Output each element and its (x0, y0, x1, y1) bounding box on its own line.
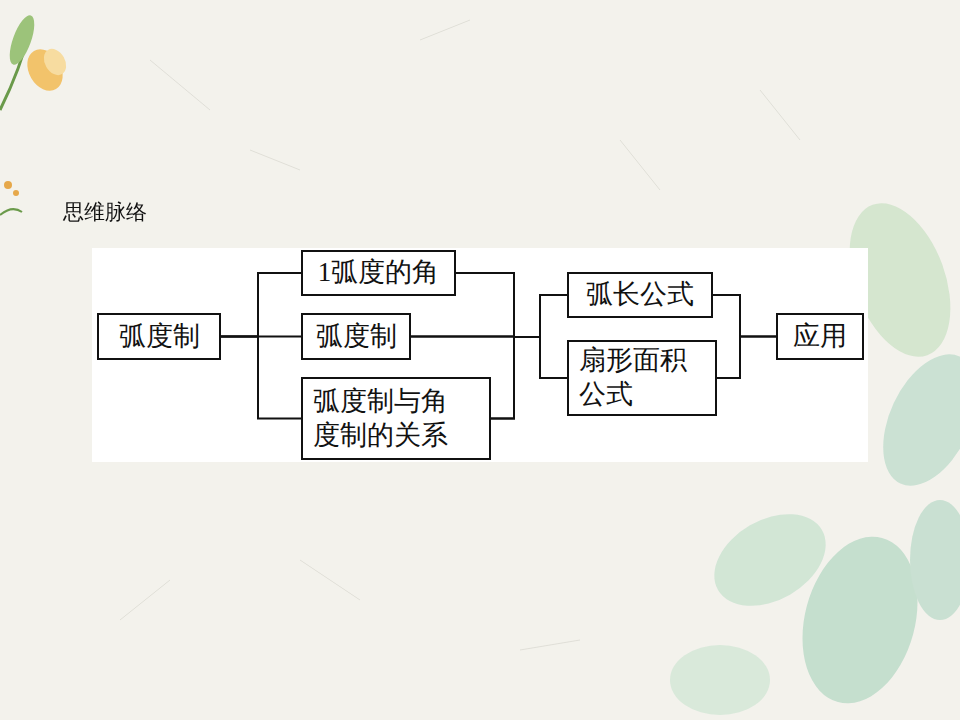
box-text: 弧长公式 (586, 278, 694, 312)
bracket-connector (717, 337, 776, 379)
flower-sprig (0, 12, 71, 215)
bracket-connector (456, 273, 567, 337)
box-text: 弧度制 (316, 320, 397, 354)
bracket-connector (456, 273, 567, 378)
bracket-connector (713, 295, 776, 337)
bracket-connector (411, 295, 567, 337)
concept-box: 弧度制 (97, 313, 221, 360)
bracket-connector (221, 273, 301, 337)
box-text: 1弧度的角 (318, 256, 440, 290)
box-text: 弧度制 (119, 320, 200, 354)
section-title: 思维脉络 (63, 198, 147, 226)
concept-box: 弧度制 (301, 313, 411, 360)
concept-box: 弧长公式 (567, 272, 713, 318)
bracket-connector (491, 295, 567, 419)
concept-box: 应用 (776, 313, 864, 360)
concept-box: 1弧度的角 (301, 250, 456, 296)
box-text: 弧度制与角 度制的关系 (313, 385, 479, 453)
concept-box: 弧度制与角 度制的关系 (301, 377, 491, 460)
concept-box: 扇形面积 公式 (567, 340, 717, 416)
bracket-connector (411, 337, 567, 379)
bracket-connector (491, 337, 567, 419)
box-text: 应用 (793, 320, 847, 354)
box-text: 扇形面积 公式 (579, 344, 705, 412)
bracket-connector (221, 337, 301, 419)
